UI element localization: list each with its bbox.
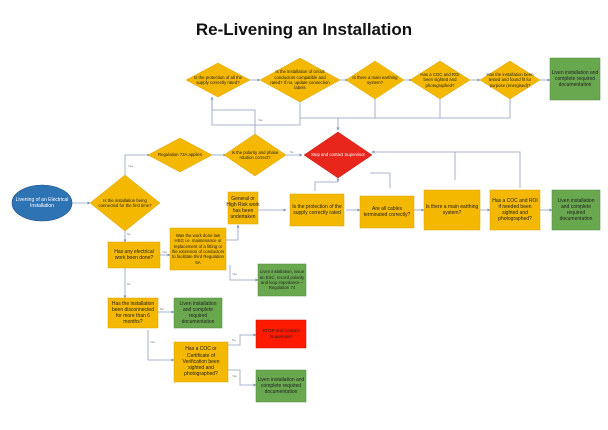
box-main-earthing-mid bbox=[423, 189, 481, 231]
main-earthing-top-label: Is there a main earthing system? bbox=[352, 74, 398, 85]
start-terminator bbox=[11, 184, 73, 222]
work-done-label: Has any electrical work been done? bbox=[114, 248, 154, 261]
general-hv-label: General or High Risk work has been under… bbox=[226, 195, 260, 221]
main-earthing-mid-label: Is there a main earthing system? bbox=[425, 203, 479, 216]
box-end-bottom bbox=[255, 369, 307, 403]
box-coc-cov bbox=[173, 341, 229, 383]
edge-label-yes: Yes bbox=[150, 340, 155, 344]
start-label: Livening of an Electrical Installation bbox=[15, 196, 69, 209]
protection-top-label: Is the protection of all the supply corr… bbox=[194, 74, 243, 85]
box-end-esc bbox=[257, 263, 307, 297]
coc-cov-label: Has a COC or Certificate of Verification… bbox=[182, 346, 220, 378]
box-coc-mid bbox=[489, 189, 541, 231]
reg73-label: Regulation 73A applies bbox=[158, 152, 202, 158]
page-title: Re-Livening an Installation bbox=[195, 20, 413, 39]
edge-label-yes: Yes bbox=[232, 272, 237, 276]
work-done-law-label: Was the work done law HSG i.e. maintenan… bbox=[171, 232, 225, 265]
edge-label-no: No bbox=[127, 282, 131, 286]
coc-top-label: Has a COC and ROI been sighted and photo… bbox=[420, 71, 460, 88]
diamond-coc-top bbox=[409, 60, 471, 100]
end-bottom-label: Liven installation and complete required… bbox=[257, 376, 305, 396]
edge-label-no: No bbox=[290, 150, 294, 154]
decision-diamonds bbox=[89, 57, 541, 232]
edge-label-no: No bbox=[160, 307, 164, 311]
coc-mid-label: Has a COC and ROI if needed been sighted… bbox=[492, 197, 538, 223]
diamond-reg73 bbox=[147, 137, 213, 173]
stop-diamond bbox=[303, 131, 373, 179]
diamond-conductors-top bbox=[259, 57, 341, 103]
box-end-6m bbox=[173, 297, 223, 329]
disconnected-label: Has the installation been disconnected f… bbox=[111, 300, 155, 326]
box-work-done-law bbox=[169, 227, 227, 271]
end-6m-label: Liven installation and complete required… bbox=[179, 300, 217, 326]
stop-contact-label: Stop and contact Supervisor bbox=[311, 152, 365, 158]
diamond-protection-top bbox=[185, 62, 251, 98]
diamond-first-time bbox=[89, 174, 161, 232]
box-end-mid bbox=[551, 189, 601, 231]
conductors-top-label: Is the installation of circuit conductor… bbox=[270, 69, 330, 91]
fit-top-label: Has the installation been tested and fou… bbox=[486, 71, 534, 88]
box-disconnected bbox=[107, 297, 159, 329]
end-boxes bbox=[173, 57, 601, 403]
box-cables bbox=[359, 195, 415, 229]
protection-mid-label: Is the protection of the supply correctl… bbox=[292, 203, 342, 216]
edge-label-yes: Yes bbox=[232, 374, 237, 378]
box-work-done bbox=[107, 241, 161, 269]
process-boxes bbox=[107, 189, 541, 383]
box-protection-mid bbox=[289, 193, 345, 227]
stop-6m-label: STOP and contact Supervisor bbox=[262, 328, 300, 339]
edge-label-yes: Yes bbox=[162, 250, 167, 254]
polarity-top-label: Is the polarity and phase rotation corre… bbox=[231, 149, 279, 160]
end-top-label: Liven installation and complete required… bbox=[551, 69, 599, 89]
first-time-label: Is the installation being connected for … bbox=[98, 197, 152, 208]
connectors bbox=[72, 78, 553, 387]
end-mid-label: Liven installation and complete required… bbox=[557, 197, 595, 223]
edge-label-no: No bbox=[127, 232, 131, 236]
end-esc-label: Liven installation, issue an ESC, record… bbox=[259, 269, 305, 291]
diamond-main-earthing-top bbox=[345, 60, 405, 100]
box-stop-6m bbox=[255, 319, 307, 349]
diamond-fit-top bbox=[479, 60, 541, 100]
edge-label-yes: Yes bbox=[128, 164, 133, 168]
cables-label: Are all cables terminated correctly? bbox=[363, 205, 411, 218]
box-end-top bbox=[549, 57, 601, 101]
edge-label-yes: Yes bbox=[258, 118, 263, 122]
box-general-hv bbox=[227, 191, 259, 225]
diamond-polarity-top bbox=[223, 133, 287, 177]
edge-label-no: No bbox=[232, 338, 236, 342]
